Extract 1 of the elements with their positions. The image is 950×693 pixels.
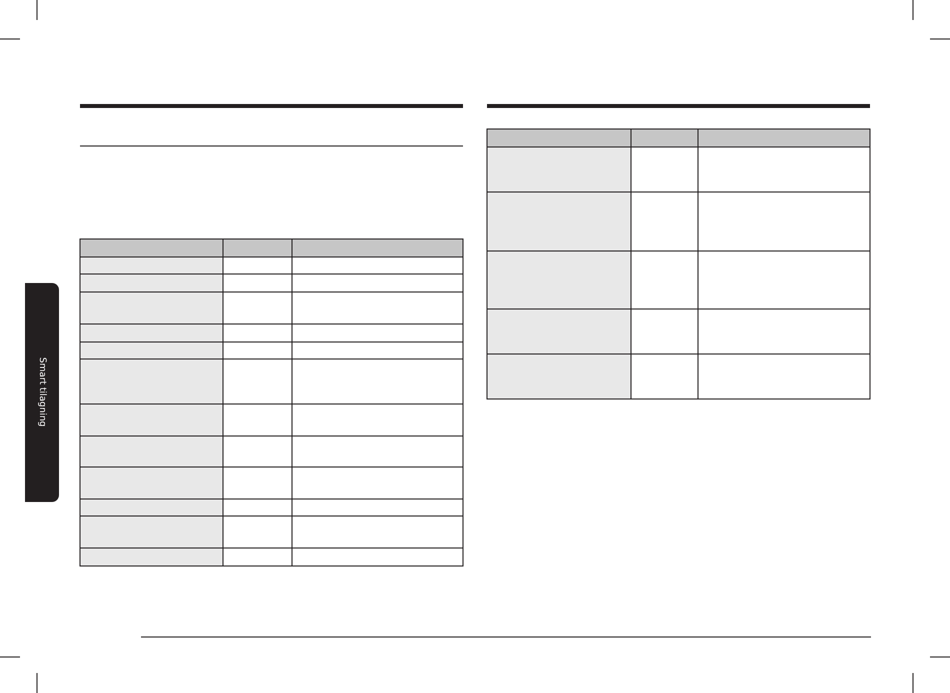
section-tab-label: Smart tilagning — [37, 357, 47, 427]
